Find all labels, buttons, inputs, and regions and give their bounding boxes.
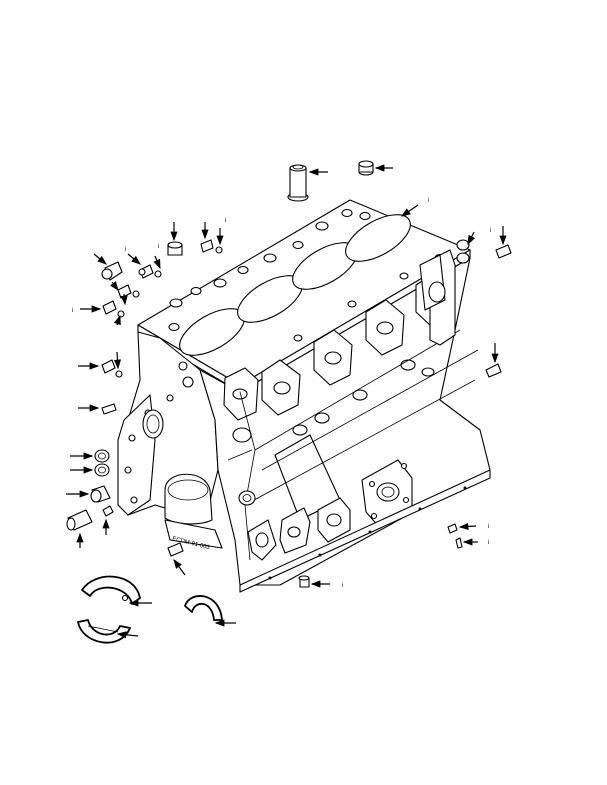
cylinder-pin	[66, 509, 93, 531]
callout-7: i	[488, 524, 489, 530]
small-fittings-right	[447, 523, 463, 549]
screw-plug-4	[102, 300, 125, 318]
leader-arrows	[66, 164, 507, 639]
main-bearing-shell-upper	[81, 575, 141, 605]
dowel-pin-2	[102, 505, 114, 517]
dowel-pin-1	[101, 403, 117, 415]
engine-block: ECDM-01-003	[117, 199, 491, 593]
callout-labels: i i i i i i i i i	[72, 198, 491, 589]
bushing-part	[358, 160, 374, 176]
callout-3: i	[158, 244, 159, 250]
callout-1: i	[428, 198, 429, 204]
callout-4: i	[125, 247, 126, 253]
callout-6: i	[342, 583, 343, 589]
pan-rail	[239, 469, 491, 593]
callout-2: i	[225, 218, 226, 224]
screw-plug-3	[117, 284, 140, 299]
plugs-top-mid	[200, 239, 223, 254]
callout-9: i	[72, 308, 73, 314]
callout-5: i	[490, 228, 491, 234]
screw-plug-1	[101, 261, 123, 281]
bottom-dowel	[167, 542, 184, 557]
side-bosses	[232, 359, 435, 521]
drain-plug	[298, 575, 310, 588]
seal-rings	[94, 449, 110, 477]
screw-plug-5	[101, 359, 123, 378]
thrust-washer	[184, 595, 223, 621]
callout-8: i	[488, 540, 489, 546]
deck-plug-part	[167, 241, 183, 256]
sleeve-bushing	[90, 485, 111, 503]
cylinder-bores	[179, 214, 411, 356]
screw-plug-2	[138, 264, 162, 279]
rear-plugs	[456, 239, 512, 264]
side-dowel-right	[485, 363, 502, 378]
cylinder-sleeve-part	[287, 164, 309, 202]
main-bearing-shell-lower	[77, 619, 131, 644]
